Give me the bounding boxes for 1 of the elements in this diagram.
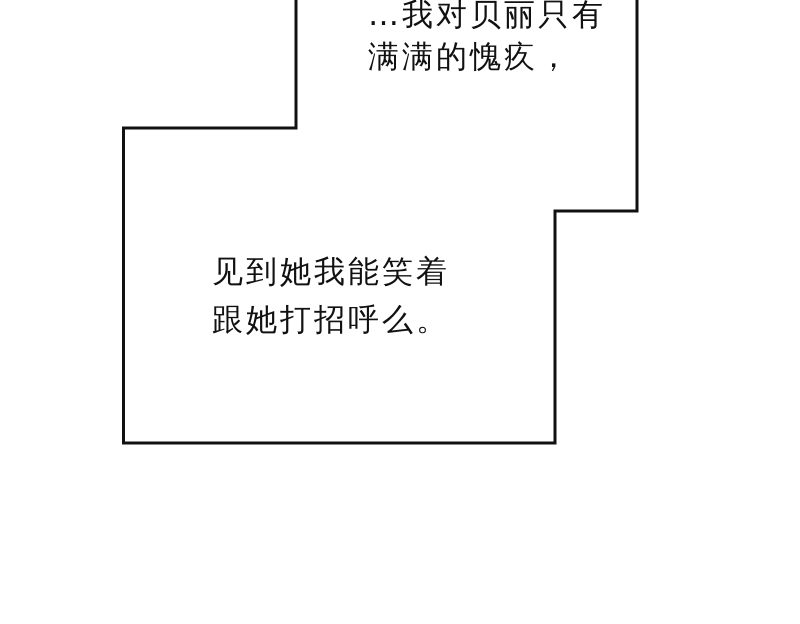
caption-text: 见到她我能笑着跟她打招呼么。 <box>212 253 451 340</box>
